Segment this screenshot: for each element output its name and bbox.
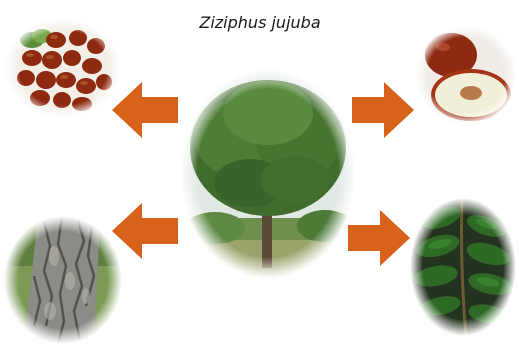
bark-image — [4, 216, 122, 344]
diagram-title: Ziziphus jujuba — [175, 13, 345, 32]
arrow-to-bark — [112, 203, 178, 259]
leaves-image — [410, 198, 516, 336]
dried-fruits-image — [4, 18, 122, 118]
arrow-to-fresh-fruit — [352, 82, 414, 138]
arrow-to-dried-fruits — [112, 82, 178, 138]
arrow-to-leaves — [348, 210, 410, 266]
fresh-fruit-image — [415, 25, 517, 125]
tree-image — [180, 68, 356, 278]
